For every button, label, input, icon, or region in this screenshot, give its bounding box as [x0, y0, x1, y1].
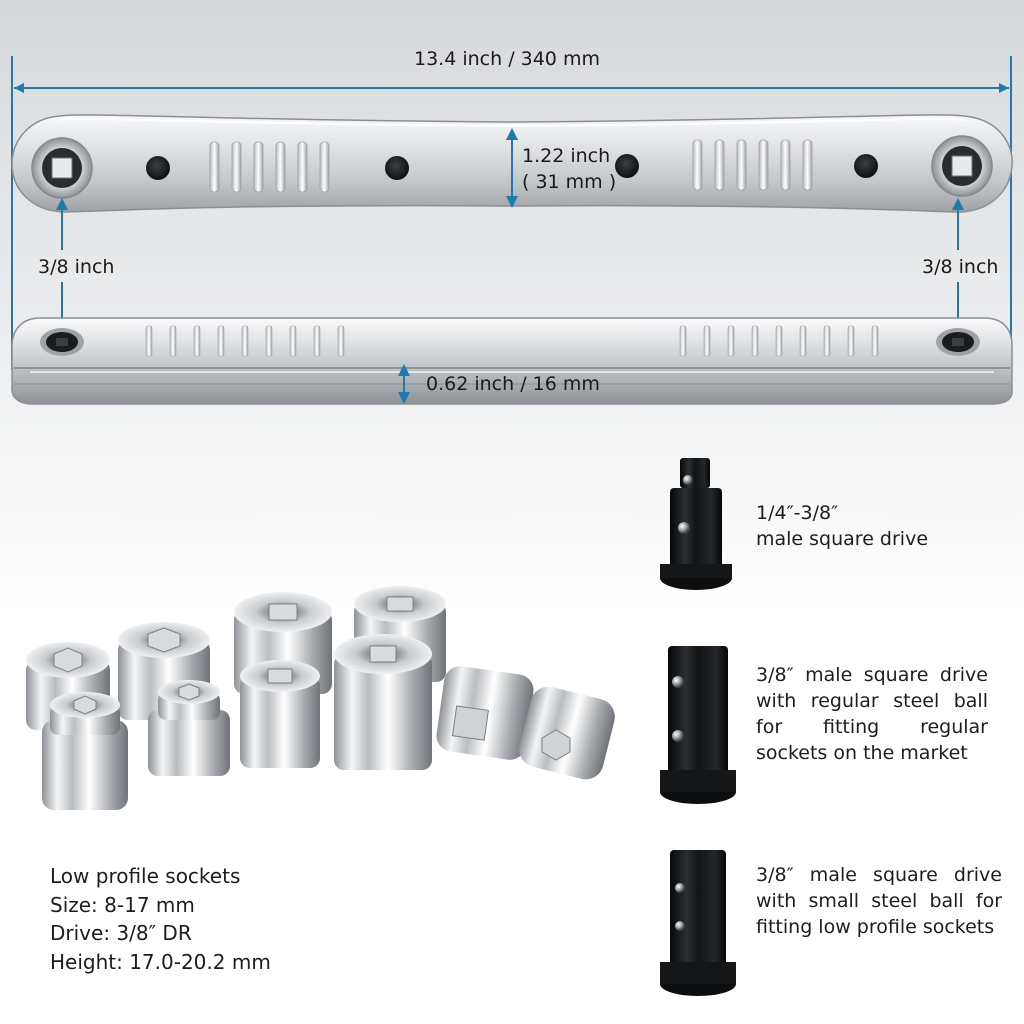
screw-icon	[854, 154, 878, 178]
adapter-3-caption: 3/8″ male square drive with small steel …	[756, 864, 1002, 938]
overall-length-label: 13.4 inch / 340 mm	[414, 48, 600, 70]
wrench-illustration	[11, 56, 1013, 405]
thickness-dimension-arrow	[398, 364, 410, 404]
width-dimension-arrow	[506, 128, 518, 208]
sockets-drive: Drive: 3/8″ DR	[50, 921, 192, 945]
drive-right-label: 3/8 inch	[922, 256, 999, 278]
adapter-1-4-to-3-8	[660, 458, 732, 590]
adapter-small-ball	[660, 850, 736, 996]
screw-icon	[146, 156, 170, 180]
side-ridges-left	[145, 325, 345, 357]
socket	[42, 692, 128, 810]
drive-left-label: 3/8 inch	[38, 256, 115, 278]
adapter-2-caption: 3/8″ male square drive with regular stee…	[756, 664, 988, 764]
width-mm-label: ( 31 mm )	[522, 171, 617, 193]
adapter-1-line1: 1/4″-3/8″	[756, 502, 839, 524]
grip-ridges-right	[692, 139, 813, 191]
length-dimension-line	[11, 56, 1012, 370]
adapter-regular-ball	[660, 646, 736, 804]
grip-ridges-left	[209, 141, 330, 193]
width-inch-label: 1.22 inch	[522, 145, 611, 167]
side-ridges-right	[679, 325, 879, 357]
socket	[334, 634, 432, 770]
sockets-illustration	[26, 586, 615, 810]
adapter-1-line2: male square drive	[756, 528, 929, 550]
socket	[519, 686, 615, 780]
adapter-1-caption: 1/4″-3/8″ male square drive	[756, 500, 996, 552]
socket	[240, 660, 320, 768]
sockets-size: Size: 8-17 mm	[50, 892, 195, 917]
socket	[148, 680, 230, 776]
sockets-title: Low profile sockets	[50, 864, 241, 888]
screw-icon	[385, 156, 409, 180]
screw-icon	[615, 154, 639, 178]
adapter-illustrations	[660, 458, 736, 996]
sockets-height: Height: 17.0-20.2 mm	[50, 949, 271, 974]
thickness-label: 0.62 inch / 16 mm	[426, 373, 600, 395]
socket	[436, 666, 534, 760]
wrench-side-view	[11, 317, 1013, 405]
sockets-specs: Low profile sockets Size: 8-17 mm Drive:…	[50, 862, 271, 976]
